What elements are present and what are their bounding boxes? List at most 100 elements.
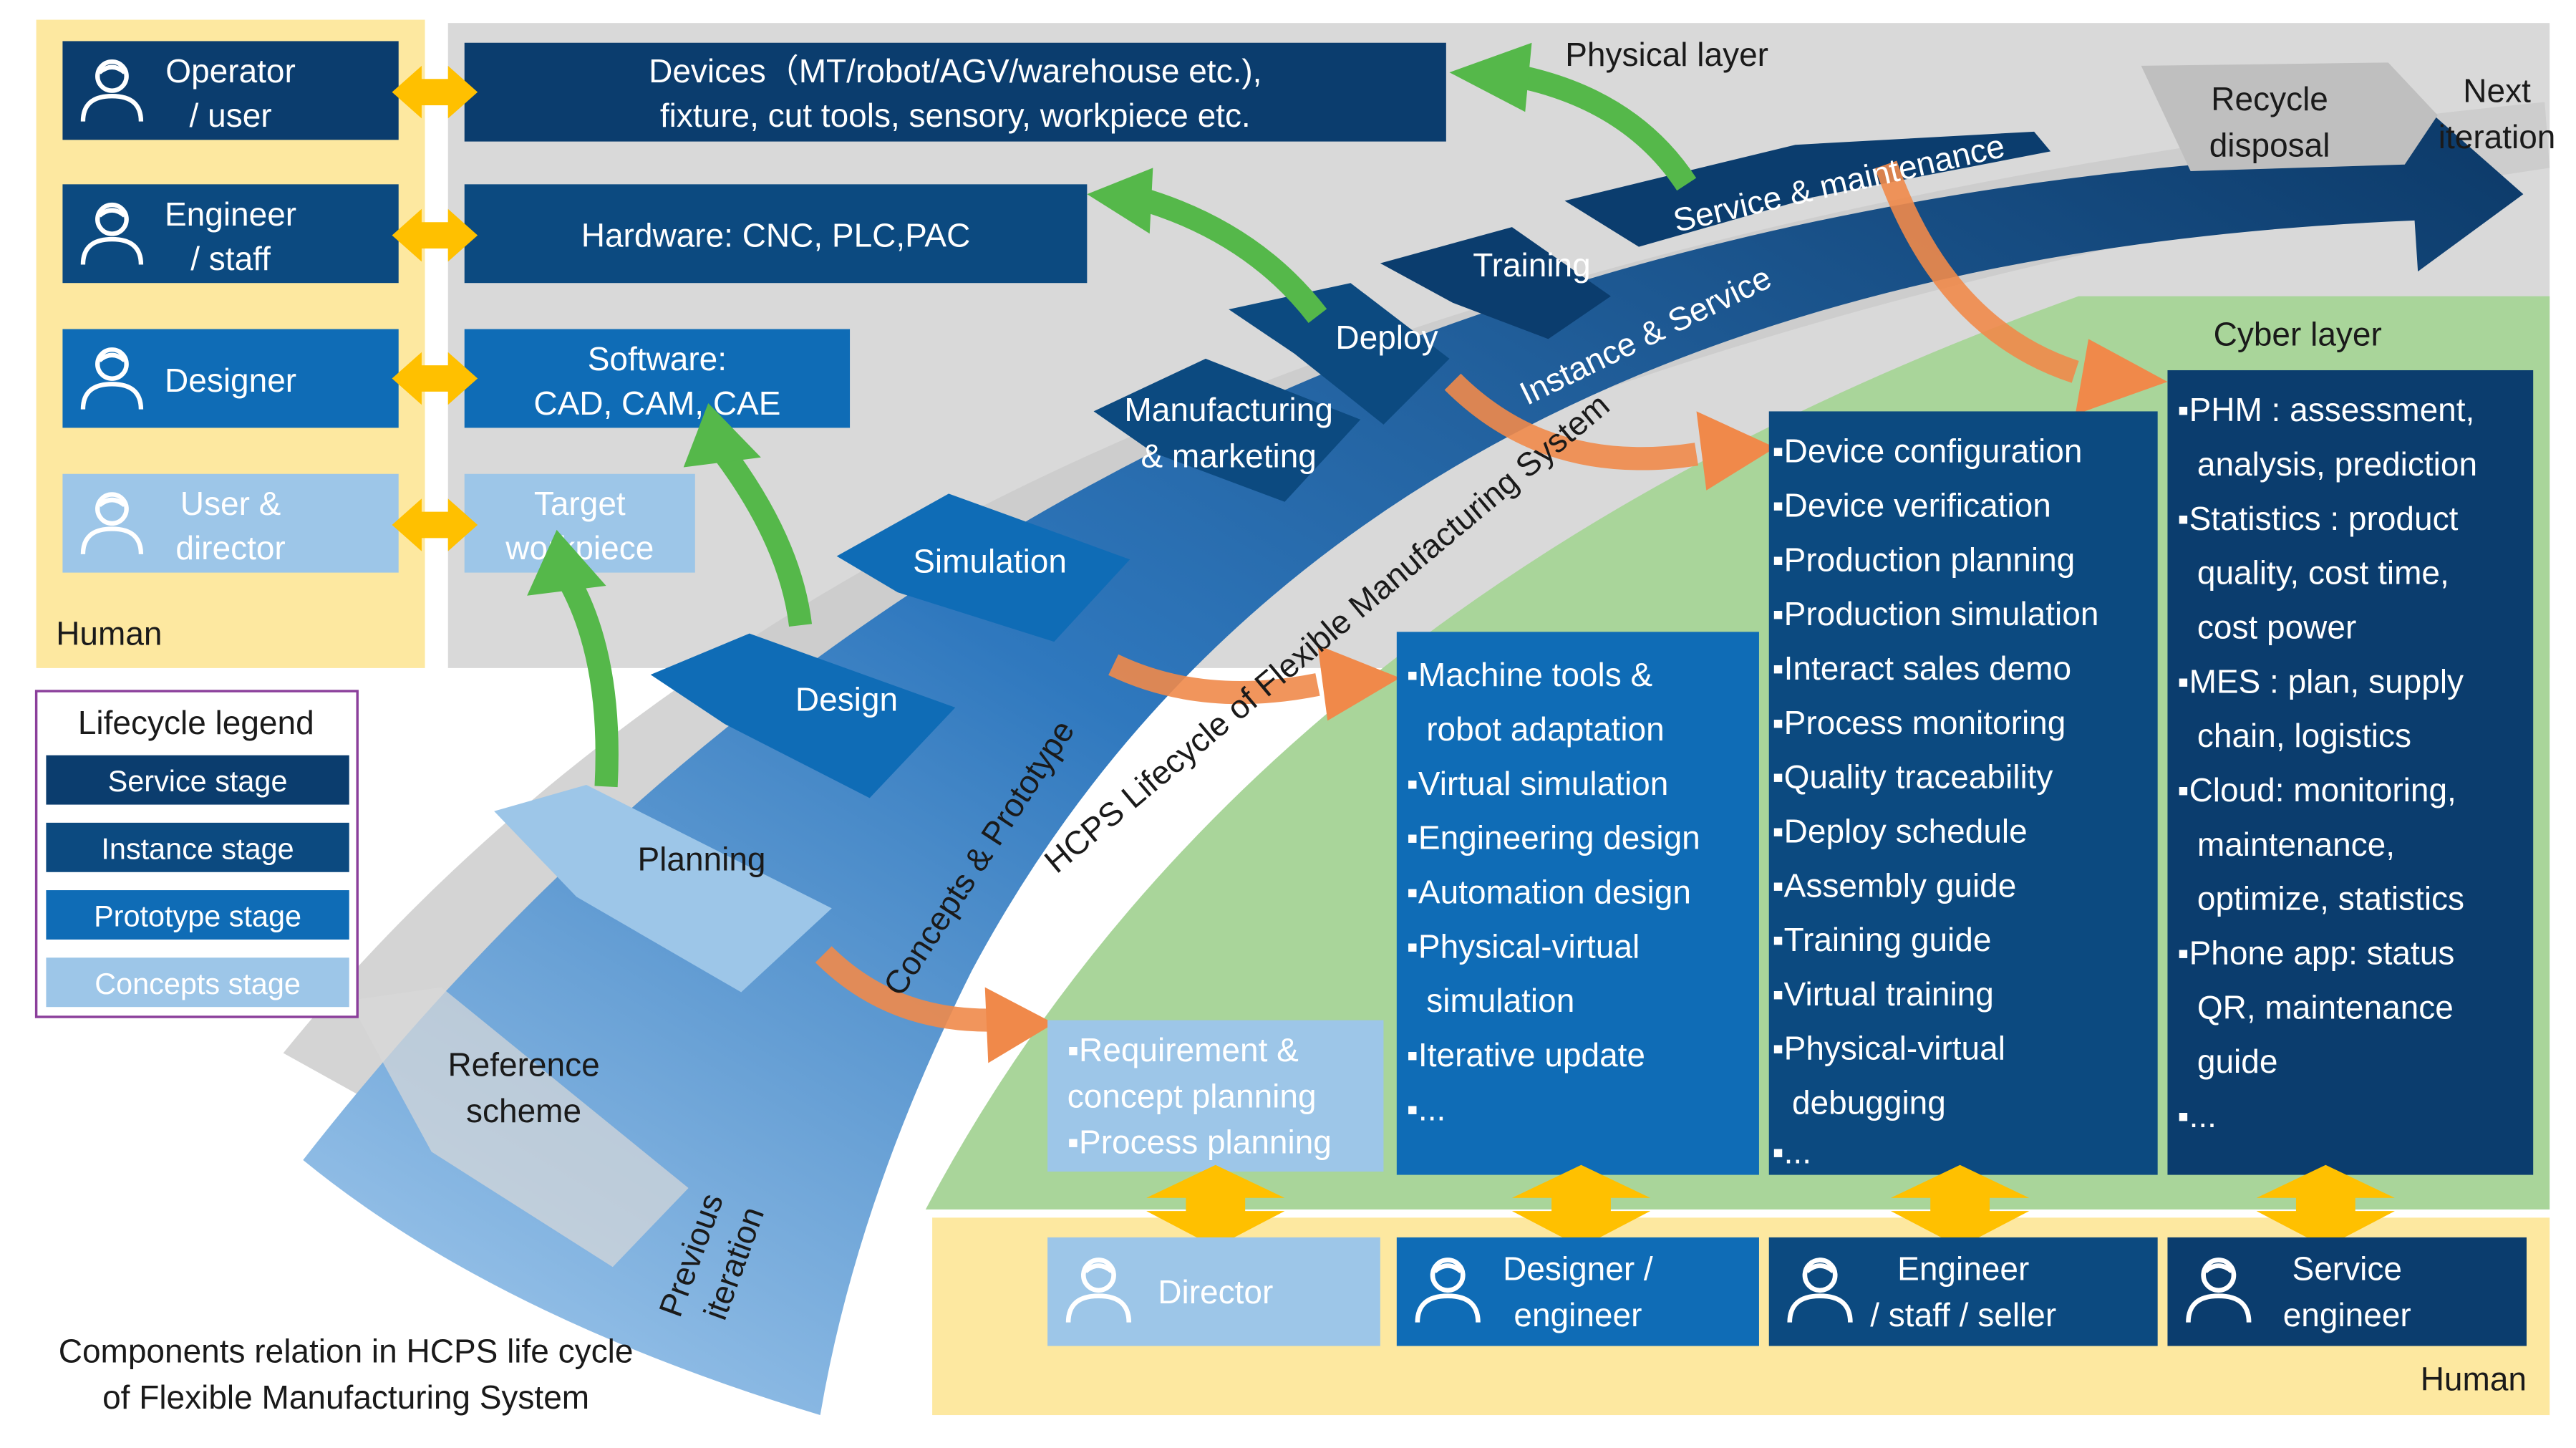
human-left-label: Human <box>56 615 162 652</box>
role-service-engineer-line2: engineer <box>2283 1296 2411 1333</box>
svg-text:▪Cloud: monitoring,: ▪Cloud: monitoring, <box>2177 771 2456 809</box>
role-operator-line1: Operator <box>165 52 296 90</box>
yellow-double-arrows-bottom <box>1146 1164 2395 1247</box>
orange-arrowheads <box>984 339 2168 1063</box>
legend-prototype-label: Prototype stage <box>94 900 301 933</box>
physical-software-line2: CAD, CAM, CAE <box>533 385 780 422</box>
svg-text:▪...: ▪... <box>2177 1097 2217 1134</box>
stage-planning <box>494 785 832 993</box>
yellow-double-arrows-left <box>392 65 478 551</box>
role-designer-engineer-line1: Designer / <box>1503 1250 1653 1288</box>
stage-label-simulation: Simulation <box>913 543 1067 580</box>
role-designer-line1: Designer <box>165 362 296 399</box>
svg-text:▪Iterative update: ▪Iterative update <box>1407 1036 1645 1073</box>
role-designer-engineer-line2: engineer <box>1514 1296 1642 1333</box>
svg-text:▪Virtual training: ▪Virtual training <box>1772 975 1993 1013</box>
role-engineer-staff-box <box>1768 1237 2158 1346</box>
physical-devices-line1: Devices（MT/robot/AGV/warehouse etc.), <box>649 52 1262 90</box>
stage-manufacturing <box>1093 358 1361 502</box>
svg-text:QR, maintenance: QR, maintenance <box>2197 988 2454 1025</box>
stage-label-planning: Planning <box>638 841 766 878</box>
role-service-engineer-box <box>2167 1237 2527 1346</box>
cyber-col-prototype-text: ▪Machine tools & robot adaptation ▪Virtu… <box>1407 656 1700 1128</box>
stage-label-next-2: iteration <box>2439 118 2556 155</box>
svg-text:maintenance,: maintenance, <box>2197 826 2395 863</box>
svg-text:▪Quality traceability: ▪Quality traceability <box>1772 758 2053 796</box>
stage-deploy <box>1229 283 1450 425</box>
lifecycle-band <box>303 95 2524 1416</box>
cyber-col-concepts <box>1047 1020 1384 1172</box>
cyber-col-prototype <box>1396 632 1759 1175</box>
stage-label-design: Design <box>795 681 898 718</box>
svg-text:▪Production simulation: ▪Production simulation <box>1772 595 2098 632</box>
role-designer-engineer-box <box>1396 1237 1759 1346</box>
svg-text:debugging: debugging <box>1792 1084 1946 1121</box>
cyber-col-service <box>2167 370 2534 1175</box>
svg-text:▪Process monitoring: ▪Process monitoring <box>1772 704 2066 741</box>
role-engineer-line2: / staff <box>190 240 271 277</box>
svg-text:▪Statistics : product: ▪Statistics : product <box>2177 500 2458 537</box>
legend-title: Lifecycle legend <box>78 704 314 741</box>
legend-prototype-swatch <box>46 890 349 940</box>
legend-instance-swatch <box>46 822 349 872</box>
stage-label-next-1: Next <box>2463 72 2531 109</box>
stage-training <box>1380 227 1611 339</box>
legend-service-swatch <box>46 755 349 805</box>
orange-arrows <box>815 160 2079 1032</box>
legend-instance-label: Instance stage <box>101 832 294 865</box>
legend-concepts-label: Concepts stage <box>95 967 301 1000</box>
role-engineer-line1: Engineer <box>165 196 296 233</box>
physical-software-line1: Software: <box>588 340 727 377</box>
stage-label-reference-1: Reference <box>447 1046 599 1083</box>
green-arrows <box>558 64 1697 788</box>
role-user-director-line1: User & <box>180 485 281 522</box>
stage-label-deploy: Deploy <box>1335 319 1438 356</box>
stage-simulation <box>836 493 1130 642</box>
svg-text:quality, cost time,: quality, cost time, <box>2197 554 2449 592</box>
stage-label-recycle-2: disposal <box>2209 126 2330 163</box>
svg-text:▪Engineering design: ▪Engineering design <box>1407 819 1700 856</box>
svg-text:▪Requirement &: ▪Requirement & <box>1067 1031 1299 1068</box>
svg-text:cost power: cost power <box>2197 609 2356 646</box>
svg-text:▪...: ▪... <box>1772 1134 1811 1171</box>
svg-text:▪Machine tools &: ▪Machine tools & <box>1407 656 1653 693</box>
stage-label-training: Training <box>1473 246 1590 284</box>
svg-text:concept planning: concept planning <box>1067 1077 1317 1114</box>
physical-devices-box <box>464 42 1446 142</box>
cyber-layer-label: Cyber layer <box>2214 316 2382 353</box>
svg-text:▪MES : plan, supply: ▪MES : plan, supply <box>2177 662 2464 700</box>
svg-text:robot adaptation: robot adaptation <box>1426 710 1664 748</box>
role-operator-line2: / user <box>190 97 272 134</box>
human-bottom-label: Human <box>2421 1361 2527 1398</box>
stage-design <box>650 633 956 798</box>
svg-text:▪Assembly guide: ▪Assembly guide <box>1772 867 2016 904</box>
svg-text:simulation: simulation <box>1426 982 1574 1019</box>
stage-label-manufacturing-1: Manufacturing <box>1124 391 1332 428</box>
svg-text:▪Deploy schedule: ▪Deploy schedule <box>1772 812 2027 849</box>
stage-service <box>1564 131 2051 247</box>
role-service-engineer-line1: Service <box>2292 1250 2402 1288</box>
svg-text:guide: guide <box>2197 1043 2278 1080</box>
physical-target-line1: Target <box>534 485 626 522</box>
svg-text:▪Training guide: ▪Training guide <box>1772 921 1991 958</box>
svg-text:▪Automation design: ▪Automation design <box>1407 873 1691 910</box>
physical-hardware-label: Hardware: CNC, PLC,PAC <box>581 217 971 254</box>
physical-hardware-box <box>464 184 1088 284</box>
caption-line2: of Flexible Manufacturing System <box>102 1379 589 1416</box>
cyber-col-instance-text: ▪Device configuration ▪Device verificati… <box>1772 433 2098 1171</box>
role-engineer-staff-line1: Engineer <box>1897 1250 2029 1288</box>
cyber-col-instance <box>1768 411 2158 1175</box>
physical-software-box <box>464 329 851 428</box>
svg-text:▪Interact sales demo: ▪Interact sales demo <box>1772 650 2071 687</box>
svg-text:analysis, prediction: analysis, prediction <box>2197 445 2477 483</box>
role-user-director-line2: director <box>175 529 285 566</box>
green-arrowheads <box>527 42 1532 596</box>
stage-recycle <box>2141 62 2438 171</box>
svg-text:▪...: ▪... <box>1407 1091 1446 1128</box>
svg-text:▪Physical-virtual: ▪Physical-virtual <box>1407 927 1640 965</box>
svg-text:▪Device configuration: ▪Device configuration <box>1772 433 2082 470</box>
legend-service-label: Service stage <box>108 765 288 798</box>
svg-text:▪Physical-virtual: ▪Physical-virtual <box>1772 1030 2005 1067</box>
cyber-col-concepts-text: ▪Requirement & concept planning ▪Process… <box>1067 1031 1332 1161</box>
